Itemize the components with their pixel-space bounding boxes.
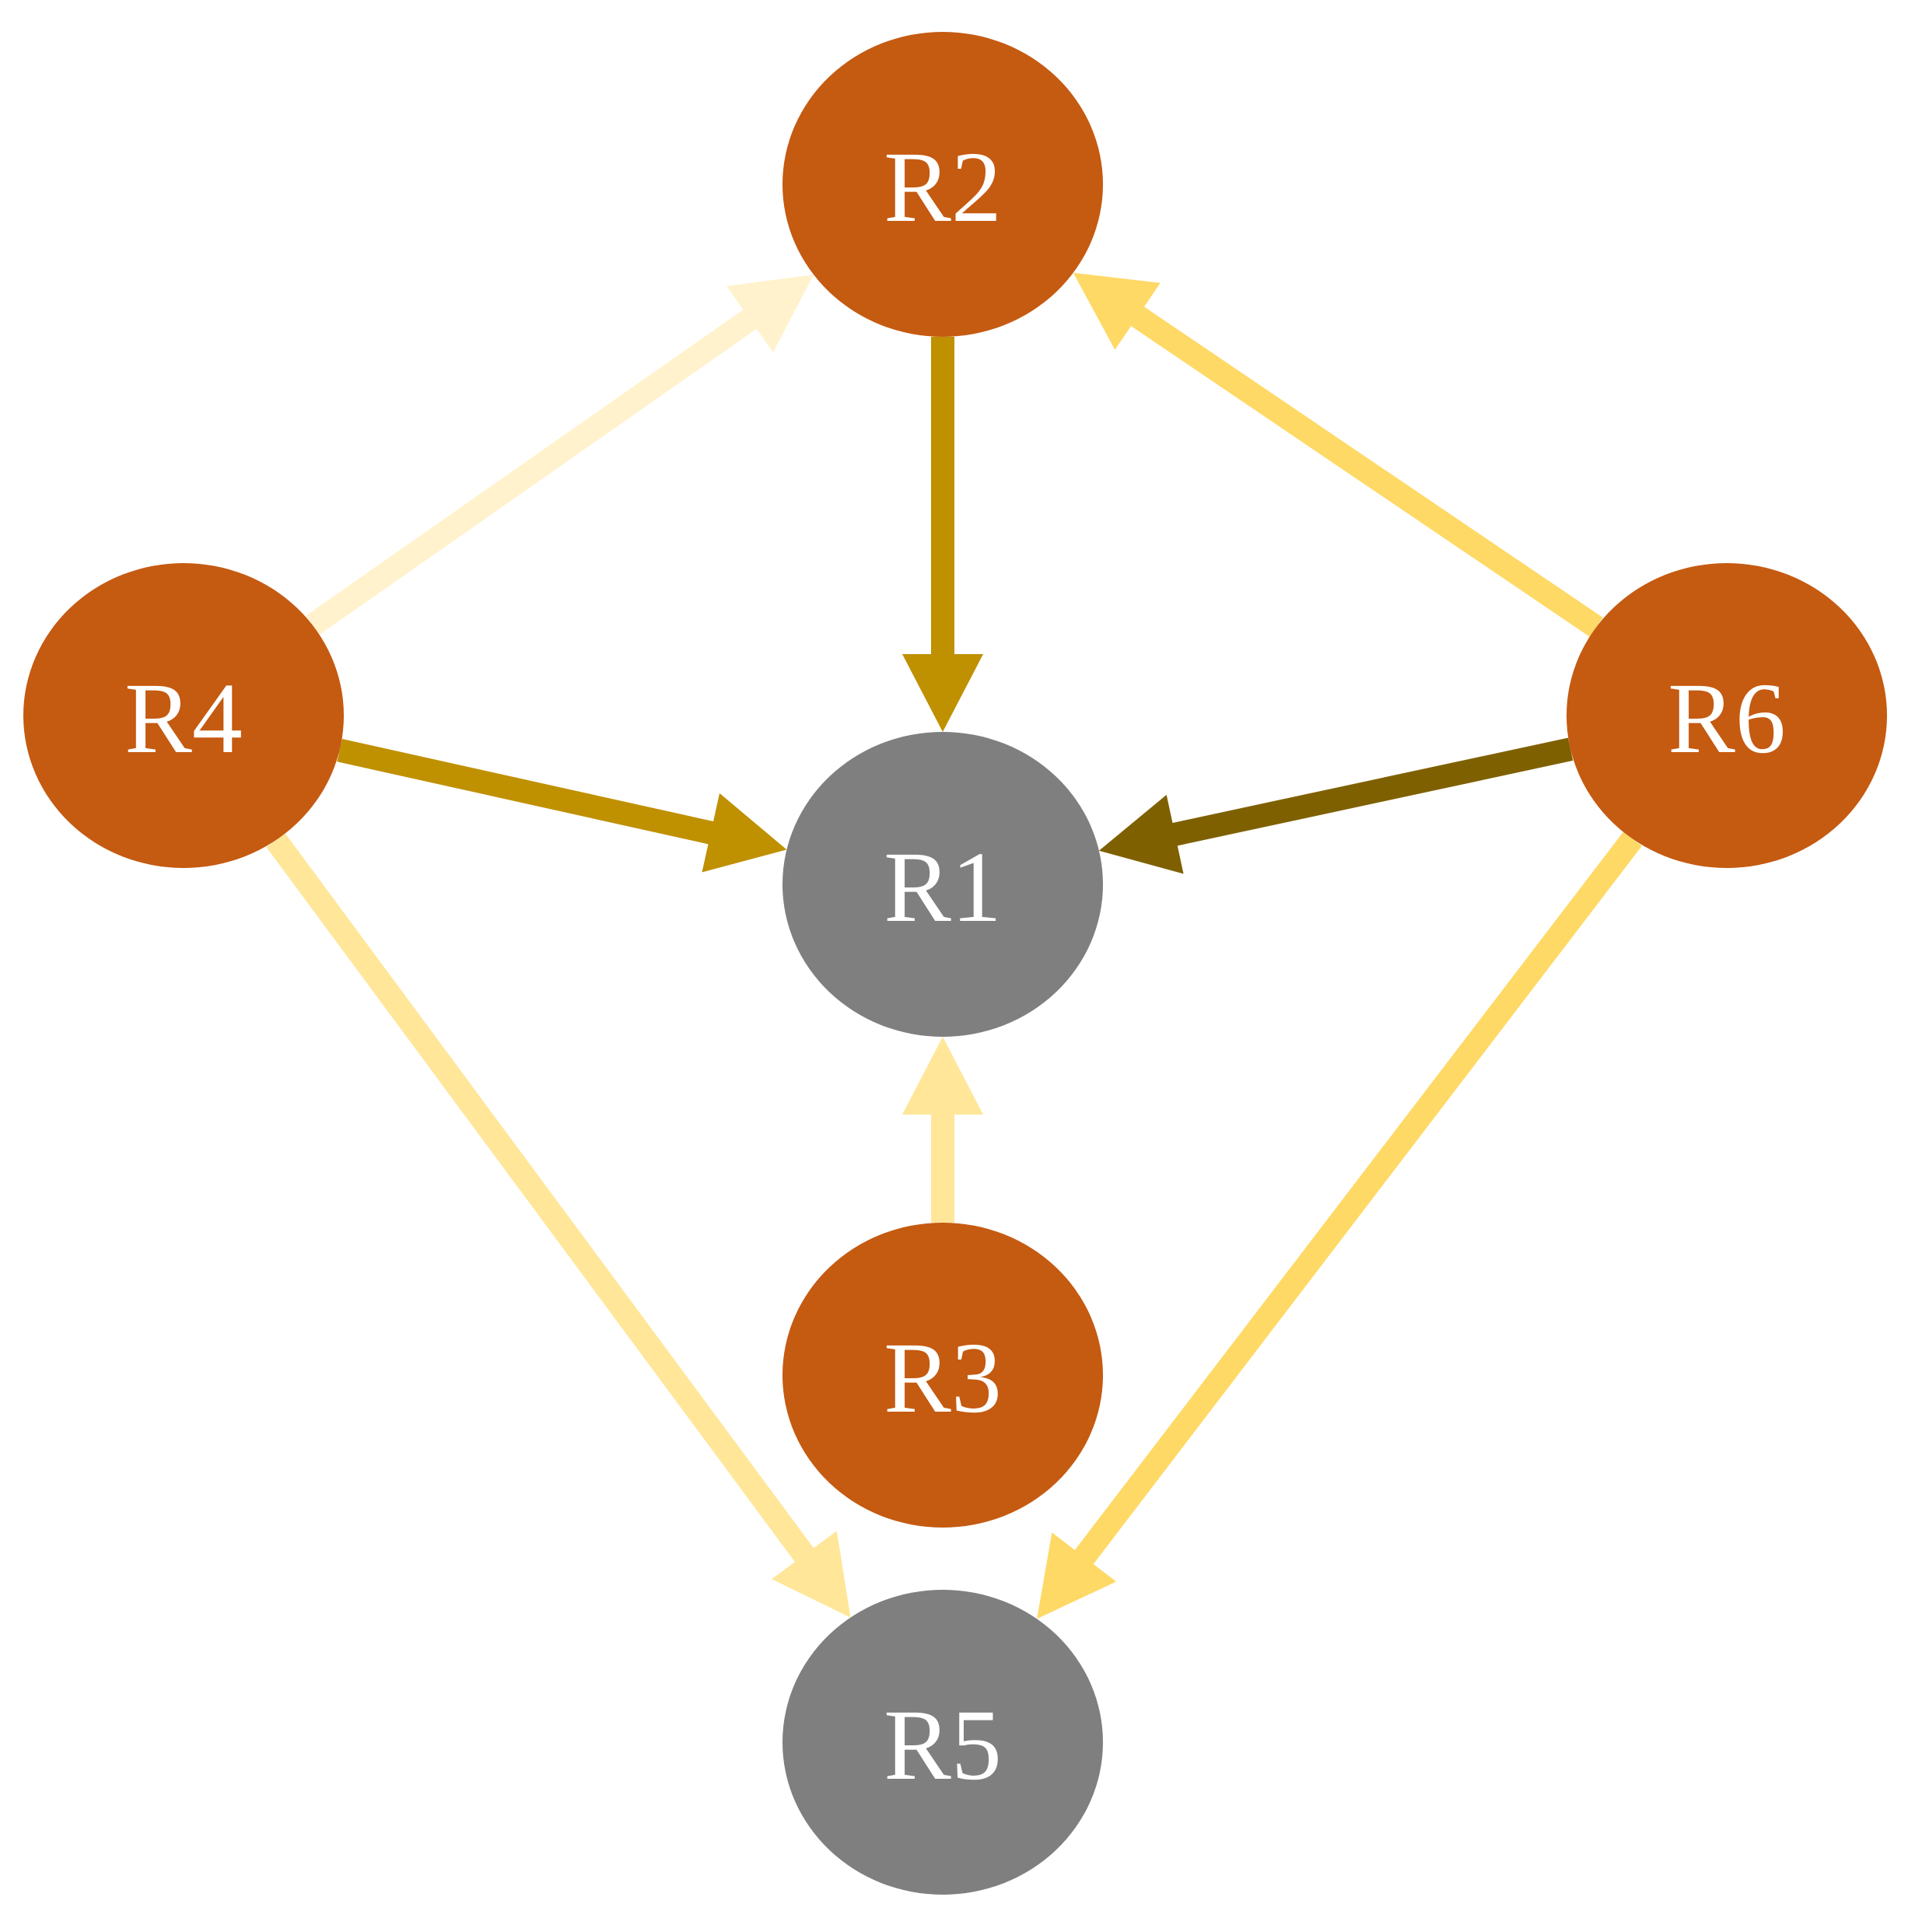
node-circle <box>782 732 1103 1037</box>
edge-r4-to-r2 <box>306 275 814 635</box>
arrowhead <box>902 1037 983 1115</box>
node-circle <box>782 1223 1103 1528</box>
arrowhead <box>1098 794 1184 874</box>
node-label: R4 <box>124 663 243 775</box>
node-r2: R2 <box>782 32 1103 337</box>
node-r1: R1 <box>782 732 1103 1037</box>
edge-shaft <box>1128 305 1603 637</box>
edge-shaft <box>266 833 816 1565</box>
node-r4: R4 <box>23 563 344 868</box>
node-r6: R6 <box>1567 563 1887 868</box>
edge-r6-to-r2 <box>1073 272 1603 637</box>
node-label: R2 <box>884 131 1002 243</box>
node-circle <box>782 1590 1103 1895</box>
edge-r2-to-r1 <box>902 337 983 732</box>
edge-r6-to-r5 <box>1037 831 1642 1619</box>
node-circle <box>782 32 1103 337</box>
edge-shaft <box>1073 831 1642 1567</box>
node-circle <box>1567 563 1887 868</box>
arrowhead <box>1037 1532 1117 1619</box>
edge-shaft <box>306 307 759 635</box>
arrowhead <box>1073 272 1161 350</box>
edge-shaft <box>1169 737 1574 847</box>
arrowhead <box>702 793 787 873</box>
edge-r4-to-r1 <box>337 738 787 873</box>
edge-r4-to-r5 <box>266 833 851 1618</box>
arrowhead <box>902 654 983 732</box>
edges-layer <box>266 272 1642 1619</box>
node-circle <box>23 563 344 868</box>
node-r5: R5 <box>782 1590 1103 1895</box>
node-r3: R3 <box>782 1223 1103 1528</box>
edge-r6-to-r1 <box>1098 737 1574 874</box>
arrowhead <box>726 275 814 353</box>
node-label: R1 <box>884 831 1002 943</box>
arrowhead <box>772 1531 851 1618</box>
node-label: R6 <box>1668 663 1786 775</box>
node-label: R5 <box>884 1689 1002 1801</box>
edge-shaft <box>337 738 716 845</box>
node-label: R3 <box>884 1322 1002 1434</box>
edge-r3-to-r1 <box>902 1037 983 1223</box>
